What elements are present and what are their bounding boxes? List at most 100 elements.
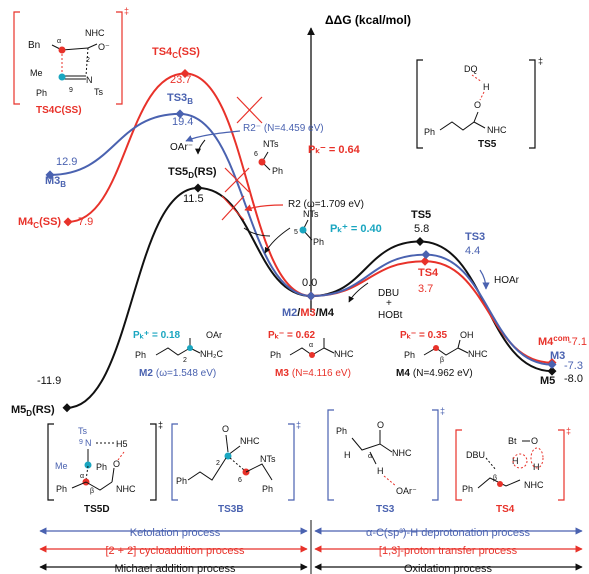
- ts4c-me: Me: [30, 68, 43, 78]
- hoar-text: HOAr: [494, 275, 520, 286]
- blue-marker-ts3: [421, 250, 431, 260]
- ts3b-label: TS3B: [167, 92, 193, 106]
- pk-064: Pₖ⁻ = 0.64: [308, 144, 361, 156]
- oar-minus-text: OAr⁻: [170, 142, 193, 153]
- blue-marker-m3b: [45, 170, 55, 180]
- m3-name-line: M3(N=4.116 eV): [275, 368, 351, 379]
- ts5-value: 5.8: [414, 223, 429, 235]
- intermediate-m3: Pₖ⁻ = 0.62 Ph α NHC M3(N=4.116 eV): [268, 330, 354, 379]
- ts4c-caption: TS4C(SS): [36, 105, 82, 116]
- ts4-dbu: DBU: [466, 450, 485, 460]
- ts4c-label: TS4C(SS): [152, 46, 200, 60]
- ts3b-ph: Ph: [176, 476, 187, 486]
- ts4c-ts: Ts: [94, 87, 104, 97]
- ts4-o: O: [531, 436, 538, 446]
- blue-marker-m2-m3-m4: [306, 291, 316, 301]
- r2-minus-text: R2⁻ (N=4.459 eV): [243, 123, 324, 134]
- ts3-alpha: α: [368, 453, 372, 460]
- m4-beta: β: [440, 357, 444, 364]
- ts4-value: 3.7: [418, 283, 433, 295]
- cycloaddition-label: [2 + 2] cycloaddition process: [105, 545, 245, 557]
- black-marker-ts5d-rs-: [193, 183, 203, 193]
- ts3-caption: TS3: [376, 504, 395, 515]
- intermediate-m2: Pₖ⁺ = 0.18 OAr Ph 2 NH₂C M2(ω=1.548 eV): [133, 330, 223, 379]
- ts5d-ph2: Ph: [56, 484, 67, 494]
- r2-ph: Ph: [313, 237, 324, 247]
- ts3-value: 4.4: [465, 245, 480, 257]
- dbu-text: DBU: [378, 288, 399, 299]
- ts3-h: H: [344, 450, 351, 460]
- ts5d-nhc: NHC: [116, 484, 136, 494]
- m3-alpha: α: [309, 342, 313, 349]
- m3b-label: M3B: [45, 175, 66, 189]
- ts4-bt: Bt: [508, 436, 517, 446]
- red-marker-m4c-ss-: [63, 217, 73, 227]
- ts5-h: H: [483, 82, 490, 92]
- ts4-h2: H: [533, 462, 540, 472]
- m2-name-line: M2(ω=1.548 eV): [139, 368, 216, 379]
- ts3-h2: H: [377, 466, 384, 476]
- m4c-value: 7.9: [78, 216, 93, 228]
- ts3b-structure: ‡ O NHC 2 Ph 6 NTs Ph TS3B: [171, 420, 301, 515]
- ts4-label: TS4: [418, 267, 439, 279]
- ts5-structure: ‡ DQ H O Ph NHC TS5: [416, 56, 543, 150]
- ts4c-2: 2: [86, 57, 90, 64]
- ts4c-nhc: NHC: [85, 28, 105, 38]
- pk-040: Pₖ⁺ = 0.40: [330, 223, 382, 235]
- ts3-ph: Ph: [336, 426, 347, 436]
- ts3-nhc: NHC: [392, 448, 412, 458]
- red-marker-ts4: [420, 256, 430, 266]
- hoar-arrow: [479, 269, 490, 290]
- r2-arrow: [244, 204, 284, 212]
- ts3b-o: O: [222, 424, 229, 434]
- ts5-dq: DQ: [464, 64, 478, 74]
- blue-marker-ts3b: [175, 109, 185, 119]
- ts4-caption: TS4: [496, 504, 515, 515]
- disfavored-marks: [221, 96, 263, 221]
- m4com-label: M4com: [538, 334, 570, 348]
- ts4c-value: 23.7: [170, 74, 191, 86]
- intermediate-m4: Pₖ⁻ = 0.35 OH Ph β NHC M4(N=4.962 eV): [396, 330, 488, 379]
- r2-minus-structure: NTs Ph 6: [254, 139, 283, 176]
- blue-marker-m3: [547, 360, 557, 370]
- ketolation-label: Ketolation process: [130, 527, 221, 539]
- m4-pk: Pₖ⁻ = 0.35: [400, 330, 448, 341]
- r2-minus-ph: Ph: [272, 166, 283, 176]
- process-bars: Ketolation process α-C(sp³)-H deprotonat…: [39, 520, 583, 574]
- svg-text:‡: ‡: [296, 420, 301, 430]
- ts4-nhc: NHC: [524, 480, 544, 490]
- ts4c-alpha: α: [57, 38, 61, 45]
- ts5d-label: TS5D(RS): [168, 166, 217, 180]
- ts4-h: H: [512, 456, 519, 466]
- ts5d-caption: TS5D: [84, 504, 110, 515]
- ts4c-n: N: [86, 75, 93, 85]
- ts3b-nhc: NHC: [240, 436, 260, 446]
- axis-title: ΔΔG (kcal/mol): [325, 13, 411, 27]
- m2-nh2c: NH₂C: [200, 349, 223, 359]
- svg-text:‡: ‡: [440, 406, 445, 416]
- m4-ph: Ph: [404, 350, 415, 360]
- red-series-curve: [67, 72, 553, 364]
- ts5-ph: Ph: [424, 127, 435, 137]
- m2-anion: OAr: [206, 330, 222, 340]
- m3-ph: Ph: [270, 350, 281, 360]
- svg-text:‡: ‡: [158, 420, 163, 430]
- dbu-arrow: [348, 282, 369, 303]
- ts4c-bn: Bn: [28, 40, 40, 51]
- r2-return-curve: [243, 227, 271, 237]
- ts5d-ts: Ts: [78, 426, 88, 436]
- ts3b-caption: TS3B: [218, 504, 244, 515]
- ts5-nhc: NHC: [487, 125, 507, 135]
- ts5-o: O: [474, 100, 481, 110]
- black-marker-ts5: [415, 237, 425, 247]
- ts5d-9: 9: [79, 439, 83, 446]
- ts4-structure: ‡ DBU Bt O H H β Ph NHC TS4: [455, 426, 571, 515]
- deprotonation-label: α-C(sp³)-H deprotonation process: [366, 527, 531, 539]
- r2-minus-arrow: [185, 130, 241, 142]
- oar-arrow: [195, 139, 206, 155]
- m4-name-line: M4(N=4.962 eV): [396, 368, 473, 379]
- m3-nhc: NHC: [334, 349, 354, 359]
- m3b-value: 12.9: [56, 156, 77, 168]
- black-marker-m5: [547, 366, 557, 376]
